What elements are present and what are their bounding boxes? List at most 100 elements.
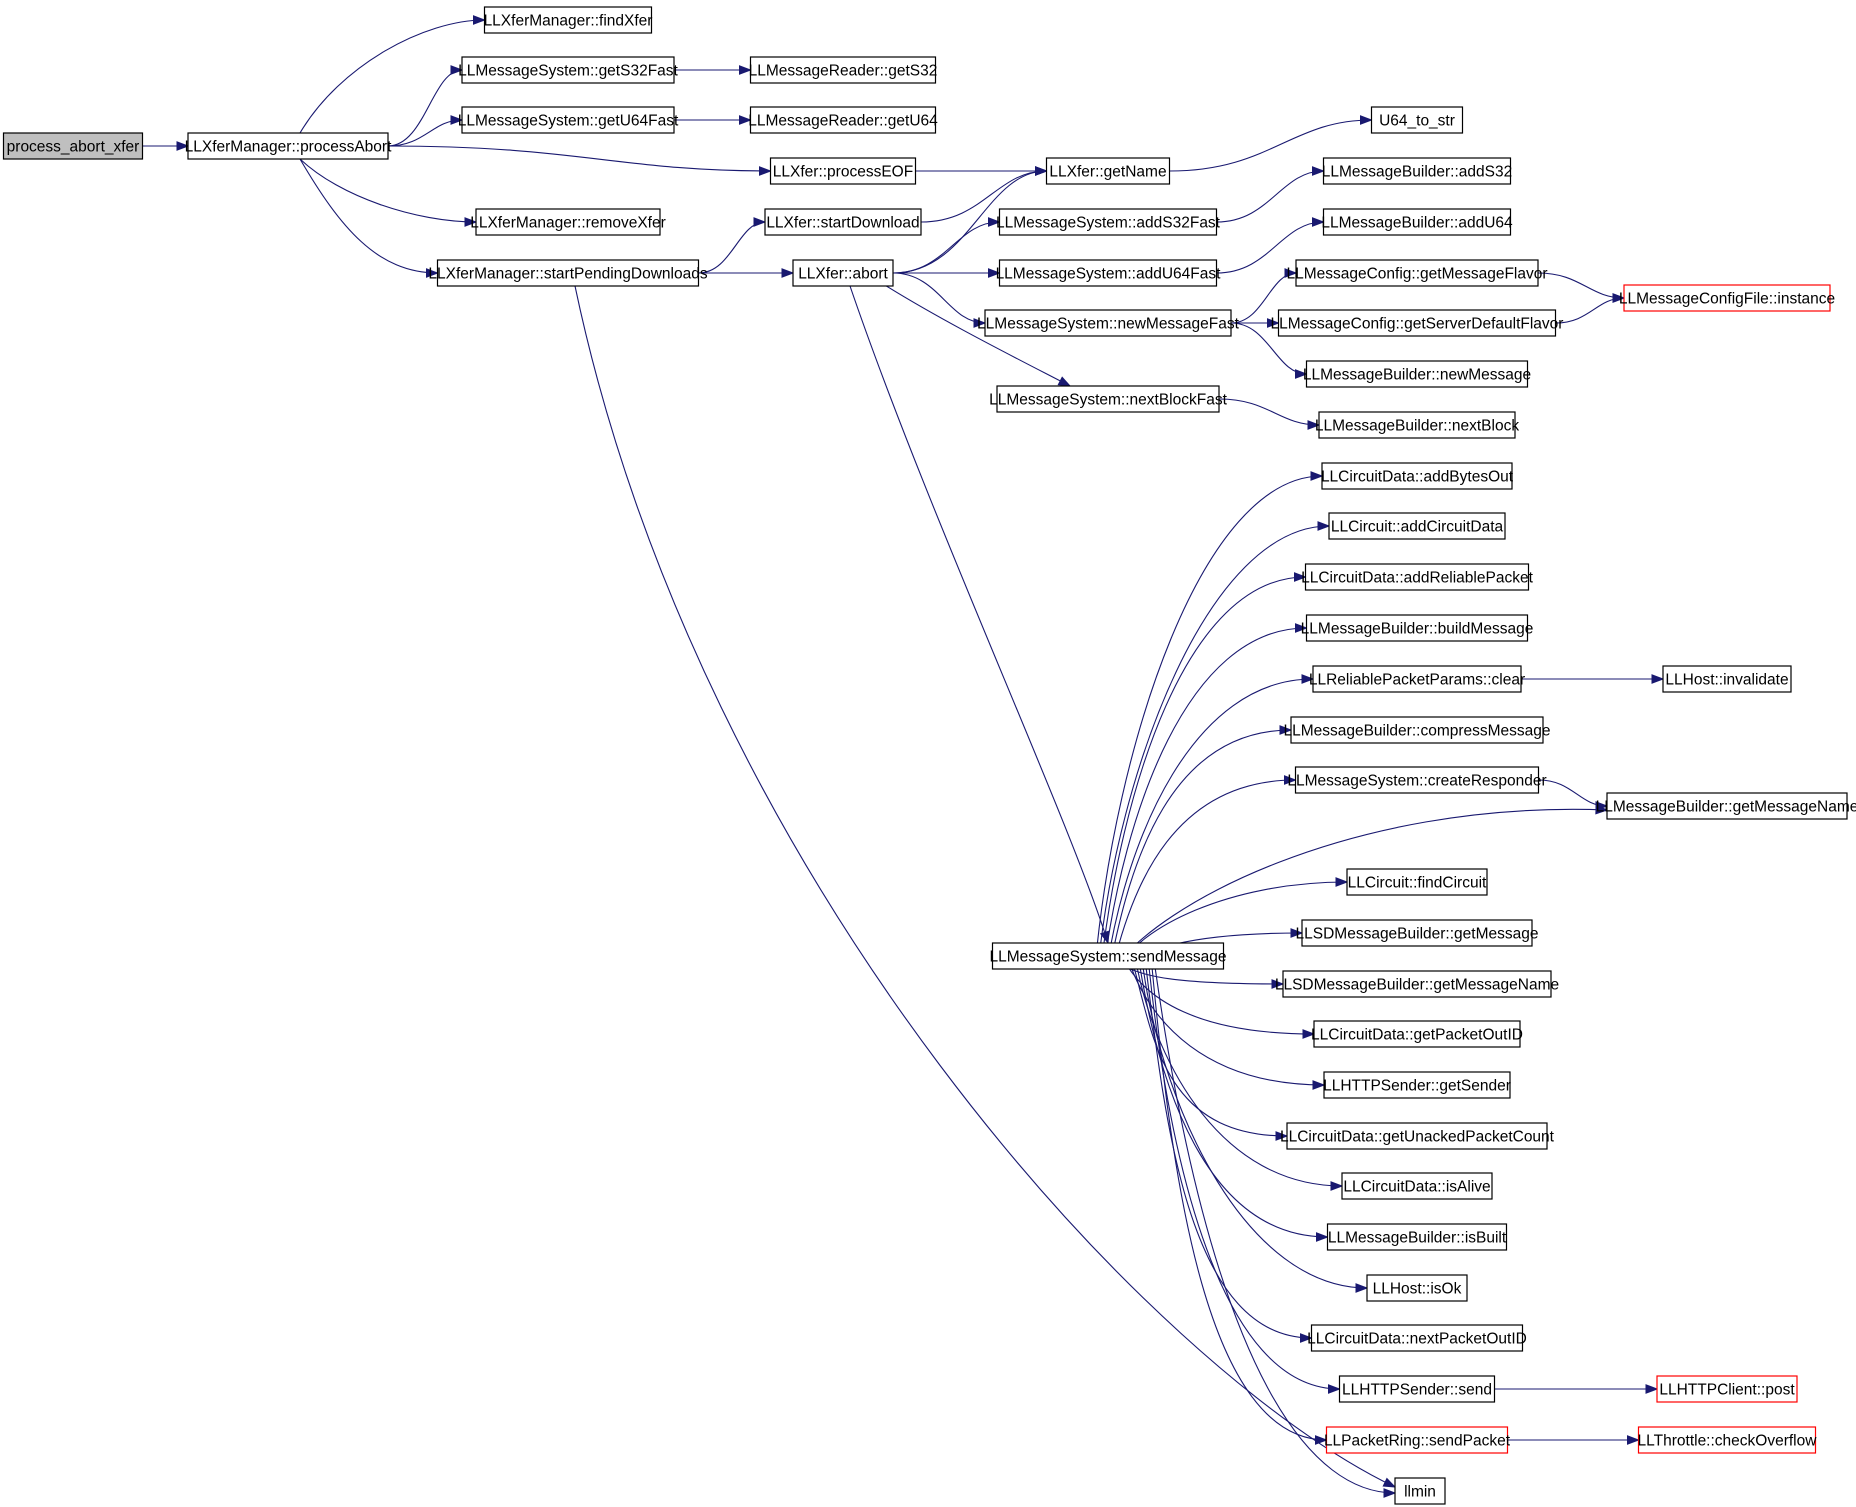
node-httpSend[interactable]: LLHTTPSender::send (1338, 1375, 1496, 1403)
node-label-addS32: LLMessageBuilder::addS32 (1322, 164, 1512, 181)
node-getPacketOutID[interactable]: LLCircuitData::getPacketOutID (1311, 1020, 1523, 1048)
node-label-compressMessage: LLMessageBuilder::compressMessage (1283, 723, 1550, 740)
node-removeXfer[interactable]: LLXferManager::removeXfer (470, 208, 666, 236)
arrowhead-sendMessage-to-buildMessage (1295, 623, 1308, 633)
node-abort[interactable]: LLXfer::abort (792, 259, 894, 287)
arrowhead-sendMessage-to-getPacketOutID (1302, 1029, 1316, 1039)
arrowhead-abort-to-newMessageFast (973, 318, 987, 328)
call-graph-nodes: process_abort_xfer LLXferManager::process… (2, 6, 1856, 1505)
node-label-getS32: LLMessageReader::getS32 (749, 63, 938, 80)
arrowhead-startPendingDownloads-to-llmin (1382, 1477, 1397, 1488)
node-newMessageFast[interactable]: LLMessageSystem::newMessageFast (977, 309, 1240, 337)
arrowhead-addU64Fast-to-addU64 (1312, 217, 1325, 227)
node-box-getU64 (749, 106, 937, 134)
node-processAbort[interactable]: LLXferManager::processAbort (185, 132, 392, 160)
node-box-u64tostr (1370, 106, 1464, 134)
node-label-nextBlockFast: LLMessageSystem::nextBlockFast (989, 392, 1227, 409)
node-nextBlock[interactable]: LLMessageBuilder::nextBlock (1315, 411, 1519, 439)
node-addBytesOut[interactable]: LLCircuitData::addBytesOut (1321, 462, 1514, 490)
node-box-processEOF (769, 157, 917, 185)
node-getServerDefaultFlavor[interactable]: LLMessageConfig::getServerDefaultFlavor (1271, 309, 1564, 337)
node-label-processEOF: LLXfer::processEOF (773, 164, 913, 181)
node-box-getName (1045, 157, 1171, 185)
node-startPendingDownloads[interactable]: LLXferManager::startPendingDownloads (428, 259, 708, 287)
node-box-addReliablePacket (1304, 563, 1530, 591)
arrowhead-newMessageFast-to-newMessage (1295, 369, 1308, 379)
edge-sendMessage-to-rppClear (1106, 678, 1314, 968)
node-nextPacketOutID[interactable]: LLCircuitData::nextPacketOutID (1307, 1324, 1527, 1352)
edge-processAbort-to-removeXfer (299, 158, 477, 223)
node-compressMessage[interactable]: LLMessageBuilder::compressMessage (1283, 716, 1551, 744)
node-addCircuitData[interactable]: LLCircuit::addCircuitData (1328, 512, 1506, 540)
node-box-checkOverflow (1637, 1426, 1817, 1454)
node-label-getName: LLXfer::getName (1049, 164, 1166, 181)
node-box-findXfer (483, 6, 653, 34)
node-rppClear[interactable]: LLReliablePacketParams::clear (1309, 665, 1525, 693)
node-box-nextBlockFast (996, 385, 1220, 413)
node-getU64Fast[interactable]: LLMessageSystem::getU64Fast (458, 106, 679, 134)
node-isOk[interactable]: LLHost::isOk (1366, 1274, 1468, 1302)
arrowhead-sendMessage-to-sendPacket (1315, 1435, 1328, 1445)
node-sdGetMessage[interactable]: LLSDMessageBuilder::getMessage (1296, 919, 1539, 947)
node-addS32[interactable]: LLMessageBuilder::addS32 (1322, 157, 1512, 185)
node-label-getUnackedPacketCount: LLCircuitData::getUnackedPacketCount (1280, 1129, 1555, 1146)
arrowhead-sendMessage-to-isBuilt (1316, 1232, 1329, 1242)
node-findXfer[interactable]: LLXferManager::findXfer (483, 6, 653, 34)
node-configInstance[interactable]: LLMessageConfigFile::instance (1619, 284, 1835, 312)
node-getU64[interactable]: LLMessageReader::getU64 (748, 106, 938, 134)
arrowhead-getName-to-u64tostr (1360, 115, 1373, 125)
node-sendMessage[interactable]: LLMessageSystem::sendMessage (990, 942, 1227, 970)
node-checkOverflow[interactable]: LLThrottle::checkOverflow (1637, 1426, 1818, 1454)
arrowhead-newMessageFast-to-getServerDefaultFlavor (1267, 318, 1280, 328)
node-newMessage[interactable]: LLMessageBuilder::newMessage (1303, 360, 1531, 388)
node-startDownload[interactable]: LLXfer::startDownload (764, 208, 922, 236)
node-llmin[interactable]: llmin (1394, 1477, 1446, 1505)
node-u64tostr[interactable]: U64_to_str (1370, 106, 1464, 134)
node-sdGetMessageName[interactable]: LLSDMessageBuilder::getMessageName (1275, 970, 1559, 998)
edge-sendMessage-to-isAlive (1136, 966, 1343, 1187)
node-httpPost[interactable]: LLHTTPClient::post (1656, 1375, 1798, 1403)
node-getMessageName[interactable]: LLMessageBuilder::getMessageName (1596, 792, 1856, 820)
node-label-newMessageFast: LLMessageSystem::newMessageFast (977, 316, 1240, 333)
node-getName[interactable]: LLXfer::getName (1045, 157, 1171, 185)
edge-sendMessage-to-createResponder (1112, 779, 1296, 968)
node-buildMessage[interactable]: LLMessageBuilder::buildMessage (1301, 614, 1534, 642)
node-isAlive[interactable]: LLCircuitData::isAlive (1341, 1172, 1493, 1200)
node-sendPacket[interactable]: LLPacketRing::sendPacket (1324, 1426, 1511, 1454)
node-findCircuit[interactable]: LLCircuit::findCircuit (1346, 868, 1488, 896)
node-nextBlockFast[interactable]: LLMessageSystem::nextBlockFast (989, 385, 1228, 413)
node-label-u64tostr: U64_to_str (1379, 113, 1455, 130)
node-addReliablePacket[interactable]: LLCircuitData::addReliablePacket (1301, 563, 1534, 591)
node-label-nextBlock: LLMessageBuilder::nextBlock (1315, 418, 1519, 435)
arrowhead-sendMessage-to-addReliablePacket (1294, 572, 1307, 582)
node-getSender[interactable]: LLHTTPSender::getSender (1323, 1071, 1511, 1099)
node-label-getS32Fast: LLMessageSystem::getS32Fast (458, 63, 678, 80)
node-label-findCircuit: LLCircuit::findCircuit (1348, 875, 1487, 892)
node-addU64[interactable]: LLMessageBuilder::addU64 (1321, 208, 1513, 236)
node-processEOF[interactable]: LLXfer::processEOF (769, 157, 917, 185)
node-getMessageFlavor[interactable]: LLMessageConfig::getMessageFlavor (1286, 259, 1548, 287)
node-getS32Fast[interactable]: LLMessageSystem::getS32Fast (458, 56, 679, 84)
node-label-removeXfer: LLXferManager::removeXfer (470, 215, 666, 232)
node-createResponder[interactable]: LLMessageSystem::createResponder (1287, 766, 1547, 794)
node-box-getS32 (749, 56, 937, 84)
arrowhead-processAbort-to-startPendingDownloads (426, 268, 439, 278)
arrowhead-abort-to-addU64Fast (988, 268, 1001, 278)
node-label-getU64Fast: LLMessageSystem::getU64Fast (458, 113, 679, 130)
node-box-startDownload (764, 208, 922, 236)
node-process_abort_xfer[interactable]: process_abort_xfer (2, 132, 144, 160)
node-addS32Fast[interactable]: LLMessageSystem::addS32Fast (996, 208, 1221, 236)
node-box-getMessageName (1606, 792, 1848, 820)
node-box-addS32Fast (998, 208, 1218, 236)
node-isBuilt[interactable]: LLMessageBuilder::isBuilt (1326, 1223, 1508, 1251)
node-getUnackedPacketCount[interactable]: LLCircuitData::getUnackedPacketCount (1280, 1122, 1555, 1150)
node-getS32[interactable]: LLMessageReader::getS32 (749, 56, 938, 84)
node-box-buildMessage (1305, 614, 1529, 642)
arrowhead-startPendingDownloads-to-abort (781, 268, 795, 278)
arrowhead-httpSend-to-httpPost (1645, 1384, 1659, 1394)
node-box-sdGetMessage (1301, 919, 1533, 947)
arrowhead-sendMessage-to-httpSend (1328, 1384, 1341, 1394)
node-addU64Fast[interactable]: LLMessageSystem::addU64Fast (996, 259, 1222, 287)
node-label-getMessageName: LLMessageBuilder::getMessageName (1596, 799, 1856, 816)
node-invalidate[interactable]: LLHost::invalidate (1662, 665, 1792, 693)
